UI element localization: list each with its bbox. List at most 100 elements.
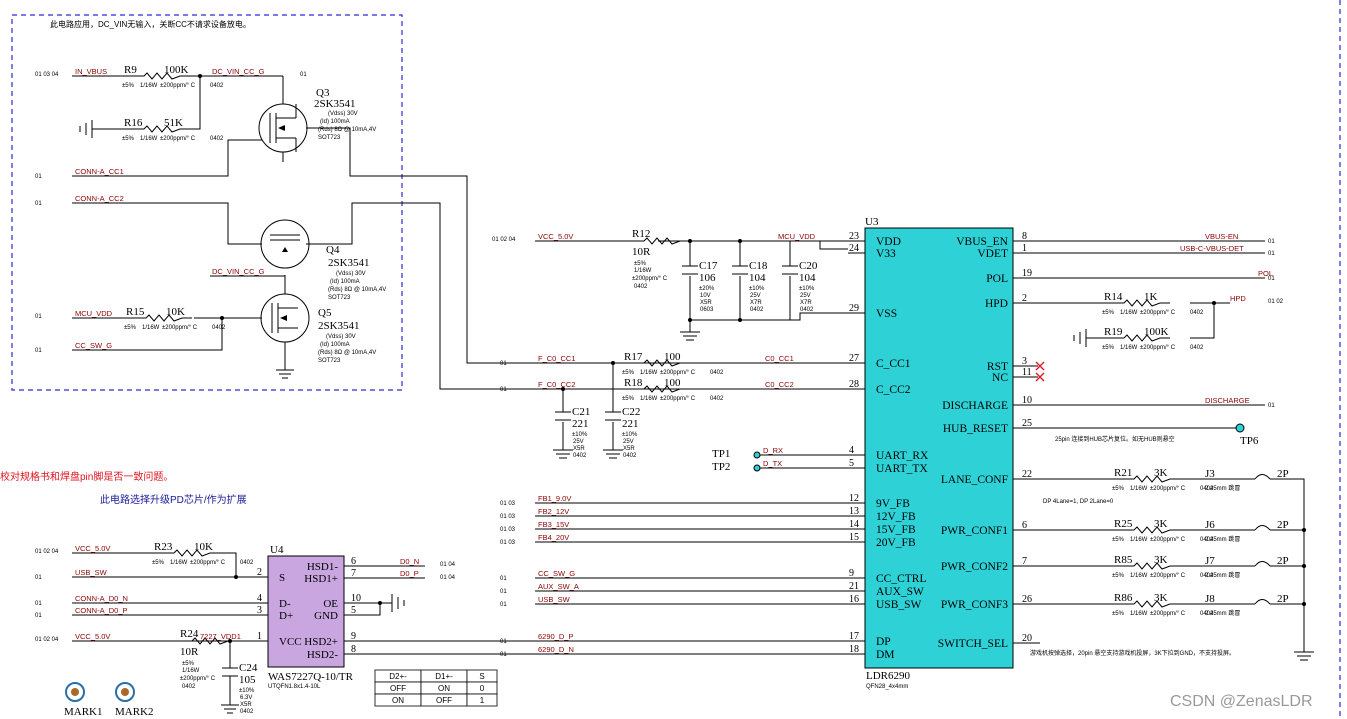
truth-table-header: D1+- [435, 672, 453, 681]
resistor-power: 1/16W [1120, 310, 1138, 316]
u3-pin-number: 21 [849, 581, 859, 592]
resistor-symbol [1100, 299, 1170, 307]
tp1-pad [753, 451, 761, 459]
net-fb4: FB4_20V [538, 533, 569, 542]
resistor-tolerance: ±5% [634, 261, 647, 267]
u3-pin-name: 15V_FB [876, 524, 916, 536]
net-d-rx: D_RX [763, 446, 783, 455]
sheet-ref: 01 [500, 602, 507, 608]
mark2-center [121, 688, 129, 696]
capacitor-voltage: 10V [700, 293, 711, 299]
u3-body [864, 227, 1014, 669]
capacitor-dielectric: X5R [700, 300, 712, 306]
sheet-refs: 01 03 04 01 01 01 01 01 02 04 01 01 01 0… [35, 72, 1284, 658]
gnd-c24 [221, 704, 239, 714]
net-f-c0-cc2: F_C0_CC2 [538, 380, 576, 389]
sheet-ref: 01 [500, 589, 507, 595]
resistor-power: 1/16W [634, 268, 652, 274]
resistor-tolerance: ±5% [124, 325, 137, 331]
mosfet-q4: Q4 2SK3541 (Vdss) 30V (Id) 100mA (Rds) 8… [260, 219, 386, 301]
resistor-ref: R12 [632, 228, 650, 240]
sheet-ref: 01 [35, 201, 42, 207]
q3-vdss: (Vdss) 30V [328, 111, 358, 117]
u3-pin-name: SWITCH_SEL [938, 638, 1008, 650]
capacitor-voltage: 6.3V [240, 695, 252, 701]
q3-ref: Q3 [316, 87, 330, 99]
jumper-pins: 2P [1277, 555, 1289, 567]
resistor-package: 0402 [1200, 573, 1214, 579]
gnd-jumpers [1294, 651, 1314, 661]
resistor-package: 0402 [1200, 537, 1214, 543]
u3-pin-number: 9 [849, 568, 854, 579]
resistor-value: 100K [1144, 326, 1169, 338]
tp1-label: TP1 [712, 448, 730, 460]
q4-id: (Id) 100mA [330, 279, 360, 285]
u3-pin-name: CC_CTRL [876, 573, 926, 585]
u3-pin-name: RST [987, 361, 1008, 373]
resistor-value: 10K [194, 541, 213, 553]
u4-pin-name: D- [279, 598, 291, 610]
u3-pin-name: DISCHARGE [942, 400, 1008, 412]
truth-table-header: D2+- [389, 672, 407, 681]
resistor-power: 1/16W [1130, 486, 1148, 492]
u3-pin-number: 28 [849, 379, 859, 390]
resistor-symbol [1100, 334, 1170, 342]
tp6-label: TP6 [1240, 435, 1259, 447]
truth-table-header: S [479, 672, 484, 681]
u3-pin-number: 20 [1022, 633, 1032, 644]
resistor-power: 1/16W [182, 668, 200, 674]
net-d-tx: D_TX [763, 459, 782, 468]
net-aux-sw-a: AUX_SW_A [538, 582, 579, 591]
blue-note: 此电路选择升级PD芯片/作为扩展 [100, 493, 247, 506]
jumper-ref: J8 [1205, 593, 1215, 605]
sheet-ref: 01 03 [500, 540, 516, 546]
resistor-package: 0402 [710, 370, 724, 376]
net-vcc-5v-u4-vcc: VCC_5.0V [75, 632, 110, 641]
u3-pin-number: 29 [849, 303, 859, 314]
u3-pin-name: 12V_FB [876, 511, 916, 523]
q5-id: (Id) 100mA [320, 342, 350, 348]
jumper-ref: J3 [1205, 468, 1215, 480]
resistor-symbol [1110, 600, 1180, 608]
capacitor-package: 0402 [573, 453, 587, 459]
resistor-package: 0402 [1190, 310, 1204, 316]
jumper-description: 2.45mm 跳冒 [1205, 535, 1240, 543]
resistor-symbol [120, 125, 190, 133]
sheet-ref: 01 [500, 576, 507, 582]
resistor-symbol [1110, 526, 1180, 534]
u4-pin-name: D+ [279, 610, 293, 622]
capacitor-value: 221 [622, 418, 639, 430]
resistor-tolerance: ±5% [152, 560, 165, 566]
jumper-pins: 2P [1277, 468, 1289, 480]
jumper-description: 2.45mm 跳冒 [1205, 571, 1240, 579]
sheet-ref: 01 02 [1268, 299, 1284, 305]
capacitor-tolerance: ±10% [239, 688, 255, 694]
sheet-ref: 01 02 04 [492, 237, 516, 243]
tp2-label: TP2 [712, 461, 730, 473]
net-in-vbus: IN_VBUS [75, 67, 107, 76]
u3-pin-number: 12 [849, 493, 859, 504]
resistor-tolerance: ±5% [1112, 486, 1125, 492]
capacitor-tolerance: ±10% [622, 432, 638, 438]
net-6290-d-n: 6290_D_N [538, 645, 574, 654]
u3-pin-number: 10 [1022, 395, 1032, 406]
u3-pin-name: C_CC1 [876, 358, 911, 370]
resistor-ref: R24 [180, 628, 199, 640]
truth-table-value: 1 [480, 696, 485, 705]
net-c0-cc1: C0_CC1 [765, 354, 794, 363]
capacitor-package: 0402 [623, 453, 637, 459]
u3-pin-name: HUB_RESET [943, 423, 1008, 435]
q5-vdss: (Vdss) 30V [326, 334, 356, 340]
resistor-tempco: ±200ppm/° C [180, 676, 216, 682]
resistor-tolerance: ±5% [1102, 310, 1115, 316]
resistor-tempco: ±200ppm/° C [1140, 345, 1176, 351]
resistor-package: 0402 [1200, 611, 1214, 617]
capacitor-tolerance: ±10% [572, 432, 588, 438]
